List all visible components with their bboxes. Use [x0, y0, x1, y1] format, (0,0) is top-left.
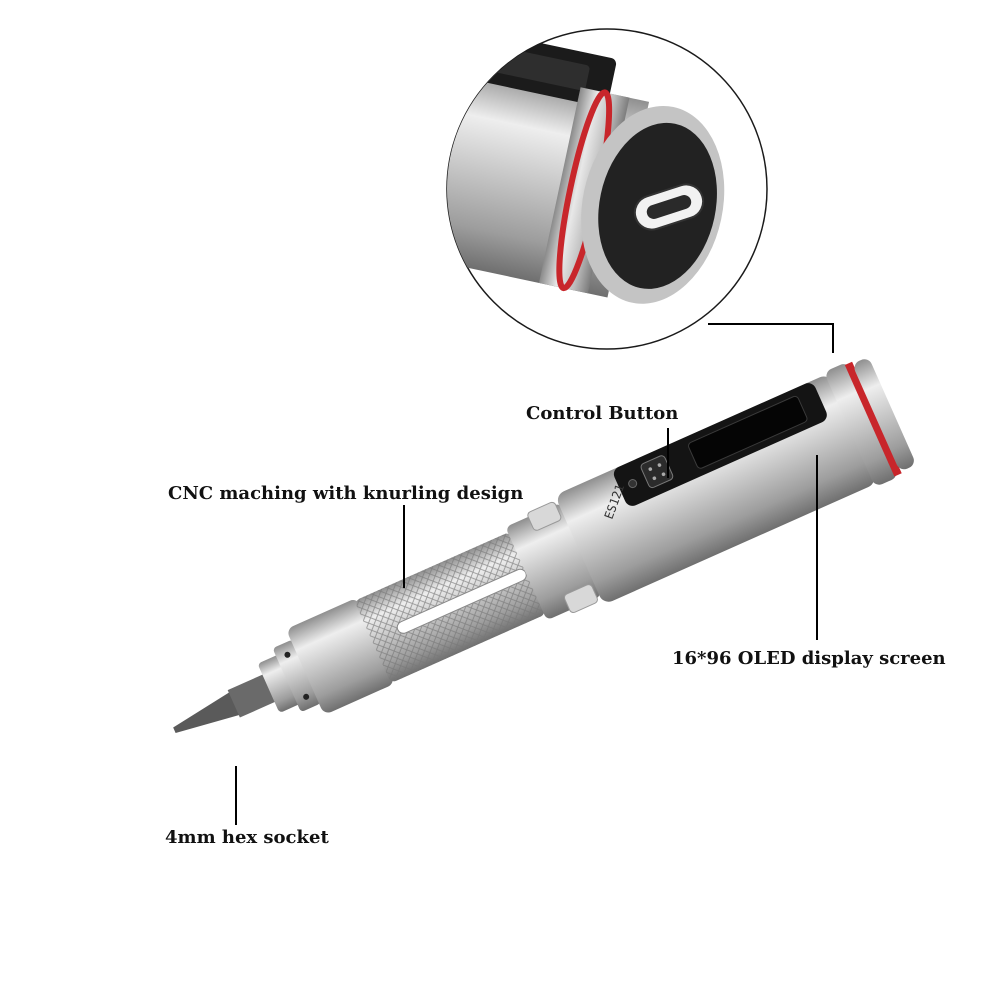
hex-socket-label: 4mm hex socket	[165, 827, 329, 848]
usb-c-port-icon	[633, 183, 705, 231]
hex-bit	[173, 689, 248, 734]
led-indicator	[628, 479, 638, 489]
inset-leader-line	[708, 323, 834, 353]
cnc-knurling-label: CNC maching with knurling design	[168, 483, 524, 504]
oled-screen	[688, 395, 808, 469]
zoom-inset	[446, 28, 768, 350]
control-button-label: Control Button	[526, 403, 679, 424]
control-button-icon	[640, 455, 674, 489]
oled-display-label: 16*96 OLED display screen	[672, 648, 946, 669]
